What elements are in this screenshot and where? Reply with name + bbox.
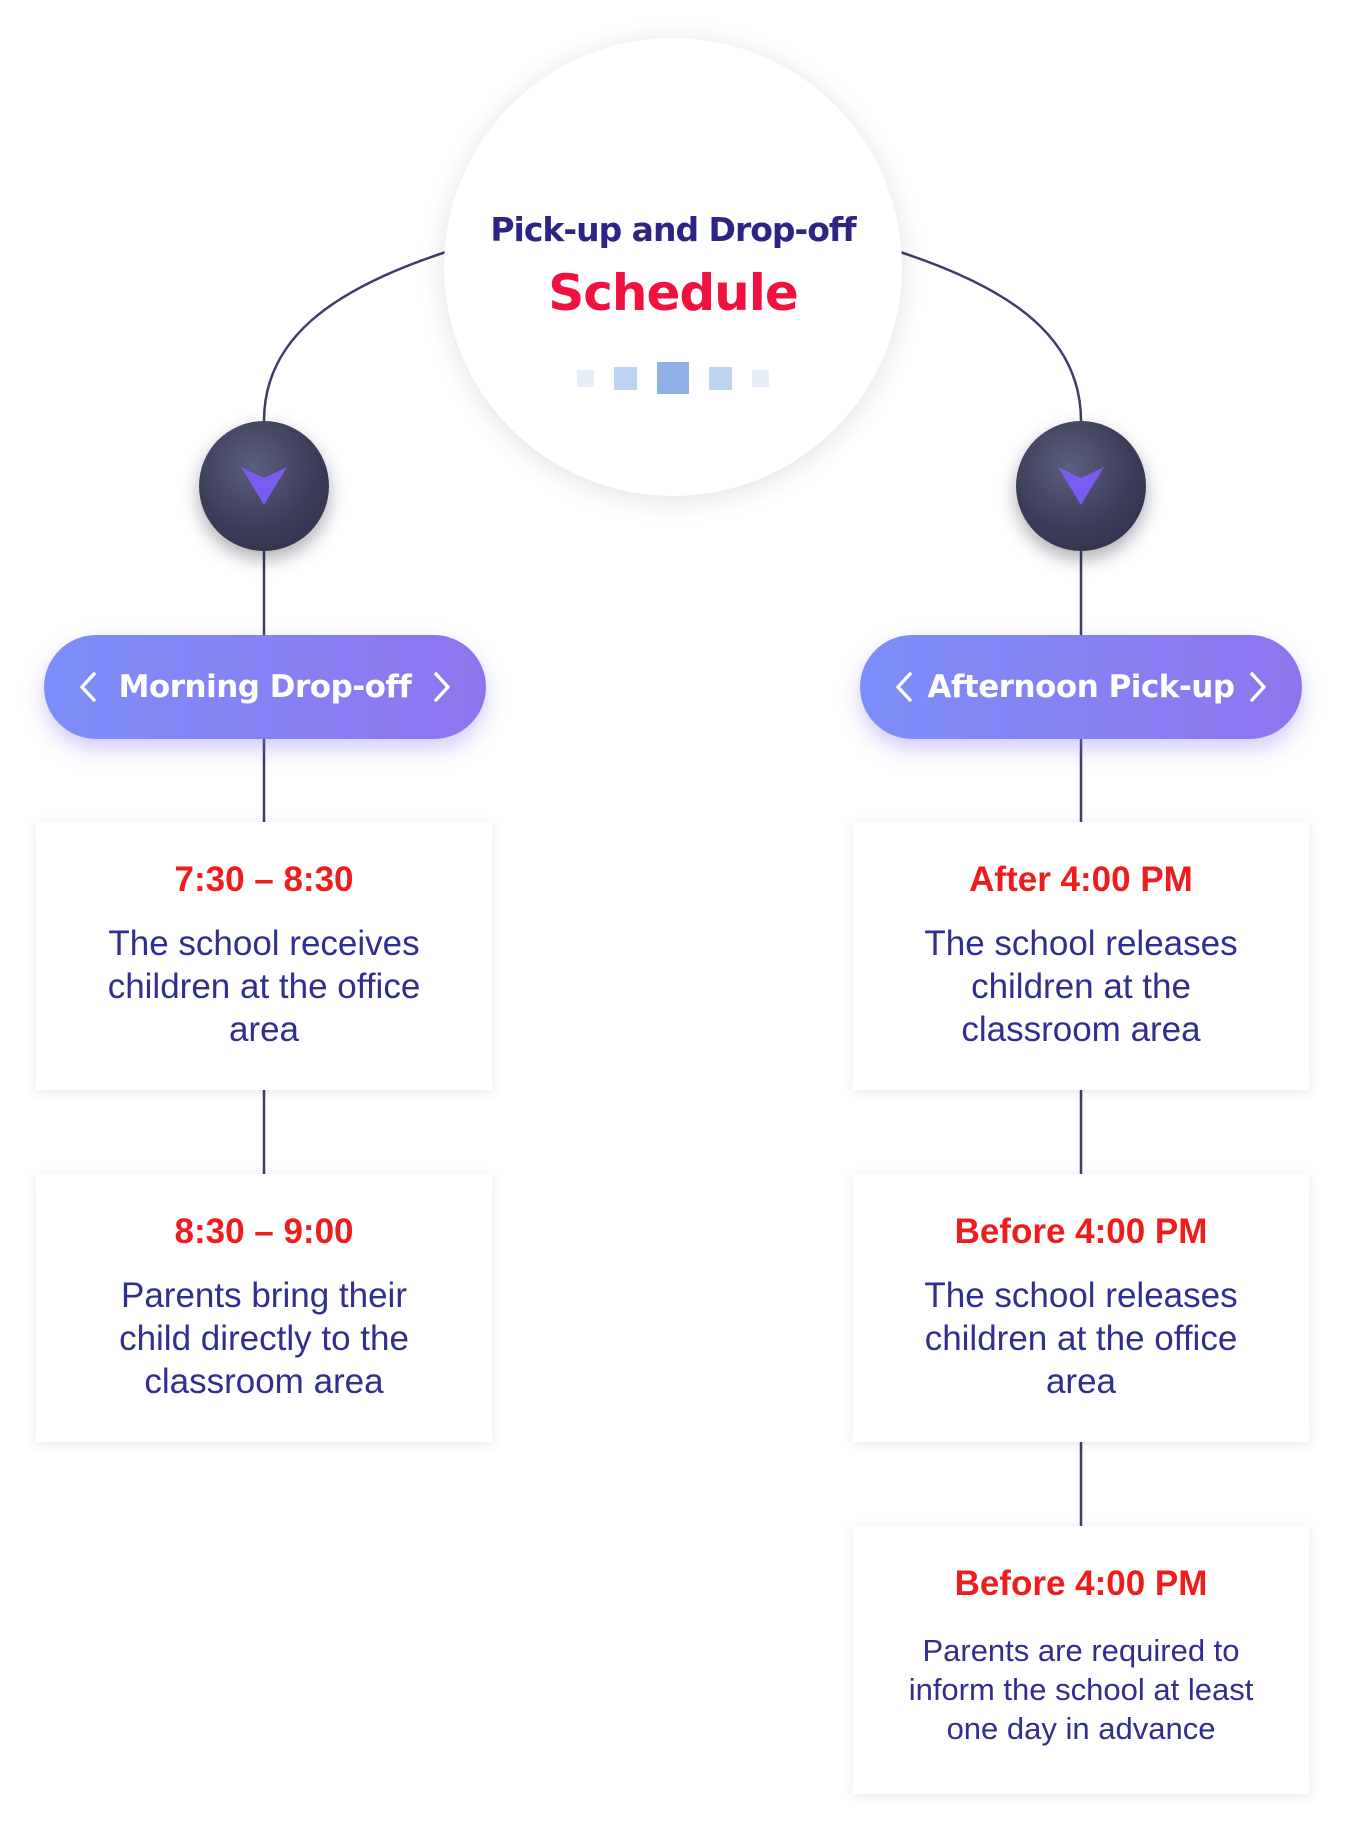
chevron-left-icon[interactable] [894, 671, 914, 703]
connector-arc-right [899, 250, 1083, 422]
afternoon-pickup-tab[interactable]: Afternoon Pick-up [860, 635, 1302, 739]
morning-step-card-2: 8:30 – 9:00 Parents bring their child di… [36, 1174, 492, 1442]
step-time: Before 4:00 PM [954, 1564, 1208, 1603]
schedule-hub: Pick-up and Drop-off Schedule [444, 38, 902, 496]
page-subtitle: Schedule [548, 264, 799, 322]
step-description: The school releases children at the offi… [924, 1276, 1238, 1401]
step-description: Parents bring their child directly to th… [119, 1276, 409, 1401]
chevron-right-icon[interactable] [1248, 671, 1268, 703]
morning-dropoff-tab[interactable]: Morning Drop-off [44, 635, 486, 739]
pagination-dot[interactable] [614, 366, 637, 390]
pagination-dot-active[interactable] [657, 362, 689, 394]
pagination-dots [444, 361, 902, 395]
pagination-dot[interactable] [709, 366, 732, 390]
step-time: Before 4:00 PM [954, 1212, 1208, 1251]
chevron-down-icon [241, 467, 287, 505]
step-time: 7:30 – 8:30 [174, 860, 354, 899]
step-description: The school receives children at the offi… [107, 924, 421, 1049]
pagination-dot[interactable] [752, 369, 769, 387]
afternoon-step-card-2: Before 4:00 PM The school releases child… [853, 1174, 1309, 1442]
chevron-left-icon[interactable] [78, 671, 98, 703]
page-title: Pick-up and Drop-off [490, 210, 856, 249]
afternoon-step-card-1: After 4:00 PM The school releases childr… [853, 822, 1309, 1090]
step-description: The school releases children at the clas… [924, 924, 1238, 1049]
step-time: 8:30 – 9:00 [174, 1212, 354, 1251]
connector-arc-left [262, 250, 447, 422]
pagination-dot[interactable] [577, 369, 594, 387]
morning-step-card-1: 7:30 – 8:30 The school receives children… [36, 822, 492, 1090]
chevron-down-icon [1058, 467, 1104, 505]
morning-dropoff-label: Morning Drop-off [118, 669, 412, 705]
afternoon-node[interactable] [1016, 421, 1146, 551]
chevron-right-icon[interactable] [432, 671, 452, 703]
step-time: After 4:00 PM [969, 860, 1193, 899]
afternoon-pickup-label: Afternoon Pick-up [927, 669, 1235, 705]
afternoon-step-card-3: Before 4:00 PM Parents are required to i… [853, 1526, 1309, 1794]
morning-node[interactable] [199, 421, 329, 551]
step-description: Parents are required to inform the schoo… [908, 1633, 1254, 1746]
